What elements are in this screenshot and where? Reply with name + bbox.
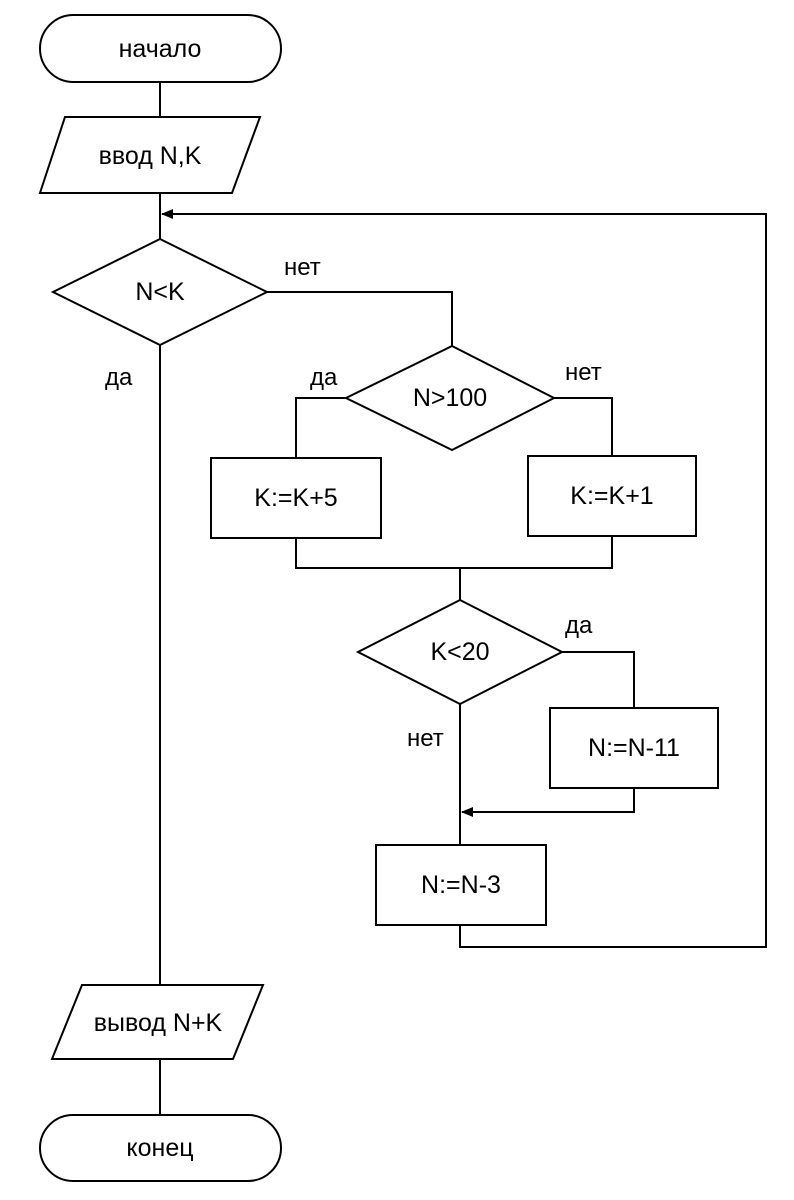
branch-label-n-gt-100-no: нет (565, 359, 602, 386)
start-text: начало (119, 35, 202, 63)
end-text: конец (126, 1134, 193, 1162)
n-minus-11-process-box (549, 707, 719, 789)
branch-label-k-lt-20-no: нет (407, 725, 444, 752)
connector-merge-top (295, 536, 613, 569)
connector-cond2-yes (295, 397, 346, 458)
n-minus-3-text: N:=N-3 (421, 871, 501, 899)
connector-cond1-no (267, 291, 453, 346)
condition-k-lt-20-diamond (355, 598, 565, 706)
start-terminator (39, 14, 282, 83)
connector-loop-back-arrow (161, 209, 767, 948)
k-plus-5-process-box (210, 457, 382, 539)
condition-n-gt-100-text: N>100 (413, 384, 487, 412)
n-minus-11-text: N:=N-11 (588, 734, 680, 762)
input-parallelogram (38, 116, 262, 194)
output-parallelogram (50, 984, 265, 1060)
branch-label-k-lt-20-yes: да (565, 612, 593, 639)
k-plus-1-process-box (527, 455, 697, 537)
n-minus-3-process-box (375, 844, 547, 926)
output-text: вывод N+K (94, 1009, 223, 1037)
branch-label-n-lt-k-yes: да (105, 364, 133, 391)
end-terminator (39, 1114, 282, 1182)
connector-n-minus-11-merge-arrow (461, 788, 635, 817)
connector-cond2-no (554, 397, 613, 456)
condition-k-lt-20-text: K<20 (430, 638, 489, 666)
connectors (159, 82, 767, 1115)
k-plus-5-text: K:=K+5 (254, 484, 337, 512)
branch-label-n-lt-k-no: нет (284, 254, 321, 281)
connector-cond3-yes (562, 651, 635, 708)
input-text: ввод N,K (99, 142, 202, 170)
condition-n-gt-100-diamond (343, 344, 557, 452)
condition-n-lt-k-diamond (50, 237, 270, 347)
k-plus-1-text: K:=K+1 (570, 482, 653, 510)
branch-label-n-gt-100-yes: да (310, 364, 338, 391)
condition-n-lt-k-text: N<K (135, 278, 185, 306)
